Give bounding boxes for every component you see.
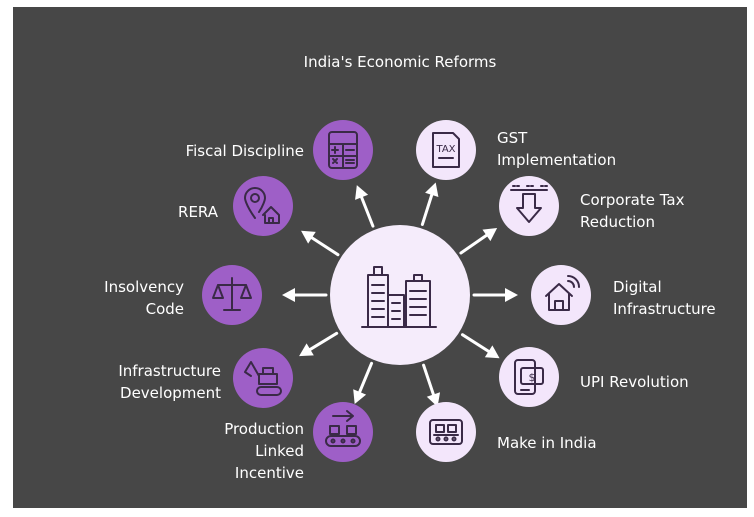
reform-node-make-in-india: Make in India (416, 402, 597, 462)
reform-label-upi-line-1: UPI Revolution (580, 373, 689, 391)
production-line-icon (325, 410, 361, 447)
reform-label-insolvency-code-line-1: Insolvency (104, 278, 184, 296)
hub (330, 225, 470, 365)
smart-home-icon (545, 275, 580, 311)
reform-circle-gst (416, 120, 476, 180)
reform-label-insolvency-code-line-2: Code (146, 300, 184, 318)
reform-label-corporate-tax-line-2: Reduction (580, 213, 655, 231)
reform-circle-infrastructure-development (233, 348, 293, 408)
arrow-corporate-tax (459, 227, 498, 255)
arrow-down-icon (510, 185, 548, 223)
reform-label-rera-line-1: RERA (178, 203, 219, 221)
reform-label-pli-line-3: Incentive (235, 464, 304, 482)
calculator-icon (328, 131, 358, 169)
reform-label-pli-line-2: Linked (255, 442, 304, 460)
excavator-icon (244, 361, 282, 396)
reform-label-infrastructure-development-line-1: Infrastructure (118, 362, 221, 380)
reform-circle-digital-infrastructure (531, 265, 591, 325)
reform-circle-pli (313, 402, 373, 462)
reform-node-rera: RERA (178, 176, 293, 236)
reform-label-gst-line-2: Implementation (497, 151, 616, 169)
reform-node-upi: $ UPI Revolution (499, 347, 689, 407)
arrow-rera (301, 230, 340, 257)
balance-scale-icon (212, 277, 252, 311)
reform-circle-make-in-india (416, 402, 476, 462)
reform-circle-upi (499, 347, 559, 407)
svg-text:TAX: TAX (435, 144, 455, 155)
reform-label-make-in-india-line-1: Make in India (497, 434, 597, 452)
arrow-fiscal-discipline (355, 185, 375, 228)
arrows (282, 182, 518, 407)
reform-label-digital-infrastructure-line-2: Infrastructure (613, 300, 716, 318)
reform-label-fiscal-discipline-line-1: Fiscal Discipline (186, 142, 304, 160)
reform-label-corporate-tax-line-1: Corporate Tax (580, 191, 685, 209)
location-home-icon (244, 187, 280, 224)
arrow-upi (460, 333, 500, 359)
arrow-pli (353, 361, 374, 404)
conveyor-belt-icon (429, 419, 463, 445)
reform-label-gst-line-1: GST (497, 129, 528, 147)
reform-label-infrastructure-development-line-2: Development (120, 384, 221, 402)
reform-node-gst: TAX GST Implementation (416, 120, 616, 180)
diagram-title: India's Economic Reforms (304, 53, 497, 71)
arrow-make-in-india (422, 363, 441, 407)
reform-node-fiscal-discipline: Fiscal Discipline (186, 120, 373, 180)
svg-text:$: $ (529, 371, 536, 384)
reform-label-digital-infrastructure-line-1: Digital (613, 278, 662, 296)
city-buildings-icon (361, 266, 437, 328)
arrow-insolvency-code (282, 288, 328, 302)
arrow-gst (420, 182, 439, 226)
arrow-infrastructure-development (299, 331, 339, 357)
tax-document-icon: TAX (432, 132, 460, 168)
arrow-digital-infrastructure (472, 288, 518, 302)
mobile-payment-icon: $ (514, 359, 544, 395)
reform-label-pli-line-1: Production (224, 420, 304, 438)
